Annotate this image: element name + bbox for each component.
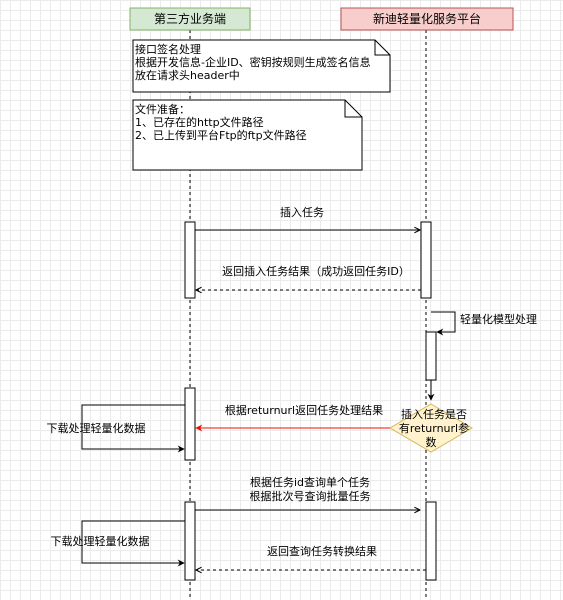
note-file-prep[interactable]: 文件准备： 1、已存在的http文件路径 2、已上传到平台Ftp的ftp文件路径: [132, 99, 363, 171]
decision-line-2: 有returnurl参: [399, 421, 469, 435]
note-signature-line-1: 接口签名处理: [135, 42, 201, 56]
note-signature-line-2: 根据开发信息-企业ID、密钥按规则生成签名信息: [135, 55, 371, 69]
platform-activation-1: [420, 221, 432, 299]
platform-activation-3: [425, 501, 437, 581]
participant-platform[interactable]: 新迪轻量化服务平台: [340, 7, 514, 31]
decision-line-3: 数: [426, 436, 437, 449]
download-2-label: 下载处理轻量化数据: [51, 534, 150, 548]
client-activation-1: [184, 221, 196, 299]
platform-activation-2: [425, 331, 437, 381]
download-1-arrow: [81, 404, 185, 453]
query-label-line-2: 根据批次号查询批量任务: [250, 489, 371, 503]
download-2-arrow: [81, 520, 185, 567]
callback-label: 根据returnurl返回任务处理结果: [225, 403, 383, 417]
self-process-arrow: [431, 311, 456, 336]
decision-returnurl[interactable]: 插入任务是否 有returnurl参 数: [389, 403, 473, 453]
note-file-prep-line-1: 文件准备：: [135, 102, 190, 116]
insert-result-label: 返回插入任务结果（成功返回任务ID）: [222, 264, 410, 278]
client-activation-2: [184, 387, 196, 461]
query-label-line-1: 根据任务id查询单个任务: [250, 475, 370, 489]
insert-task-label: 插入任务: [280, 205, 324, 219]
participant-client[interactable]: 第三方业务端: [129, 7, 251, 31]
note-signature-line-3: 放在请求头header中: [135, 68, 240, 82]
client-activation-3: [184, 501, 196, 581]
decision-line-1: 插入任务是否: [401, 407, 467, 421]
note-file-prep-line-3: 2、已上传到平台Ftp的ftp文件路径: [135, 128, 307, 142]
note-signature[interactable]: 接口签名处理 根据开发信息-企业ID、密钥按规则生成签名信息 放在请求头head…: [132, 39, 391, 93]
participant-platform-label: 新迪轻量化服务平台: [373, 11, 481, 26]
note-file-prep-line-2: 1、已存在的http文件路径: [135, 115, 264, 129]
download-1-label: 下载处理轻量化数据: [47, 421, 146, 435]
self-process-label: 轻量化模型处理: [460, 312, 537, 326]
query-result-label: 返回查询任务转换结果: [267, 544, 377, 558]
participant-client-label: 第三方业务端: [154, 11, 226, 26]
